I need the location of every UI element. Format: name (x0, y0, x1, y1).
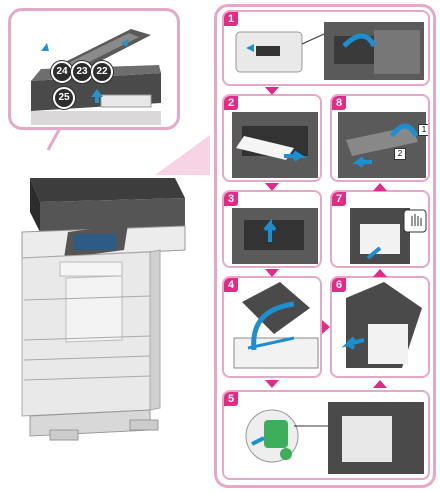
arrow-7-to-8 (373, 183, 387, 191)
step-1-illustration (235, 22, 424, 80)
callout-25: 25 (53, 87, 75, 109)
arrow-3-to-4 (265, 269, 279, 277)
arrow-6-to-7 (373, 269, 387, 277)
arrow-5-to-6 (373, 380, 387, 388)
step-4-panel: 4 (222, 276, 322, 378)
arrow-2-to-3 (265, 183, 279, 191)
arrow-1-to-2 (265, 87, 279, 95)
arrow-4-to-6 (322, 320, 330, 334)
step-4-illustration (233, 282, 319, 369)
step-number: 1 (224, 12, 238, 26)
callout-23: 23 (71, 61, 93, 83)
arrow-4-to-5 (265, 380, 279, 388)
callout-22: 22 (91, 61, 113, 83)
step-5-panel: 5 (222, 390, 430, 480)
step-6-panel: 6 (330, 276, 430, 378)
step-number: 8 (332, 96, 346, 110)
step-5-illustration (245, 402, 424, 474)
step-3-illustration (232, 208, 318, 264)
step-number: 4 (224, 278, 238, 292)
step-8-panel: 8 1 2 (330, 94, 430, 182)
step-8-illustration (338, 112, 426, 178)
step-number: 5 (224, 392, 238, 406)
step-number: 2 (224, 96, 238, 110)
step-7-illustration (350, 208, 427, 264)
step-8-label-2: 2 (394, 148, 406, 160)
step-8-label-1: 1 (418, 124, 428, 136)
step-number: 6 (332, 278, 346, 292)
step-6-illustration (341, 282, 422, 368)
overview-detail-frame: 24 23 22 25 (8, 8, 180, 130)
step-2-illustration (232, 112, 318, 178)
step-number: 7 (332, 192, 346, 206)
step-1-panel: 1 (222, 10, 430, 86)
step-3-panel: 3 (222, 190, 322, 268)
step-7-panel: 7 (330, 190, 430, 268)
step-2-panel: 2 (222, 94, 322, 182)
step-number: 3 (224, 192, 238, 206)
